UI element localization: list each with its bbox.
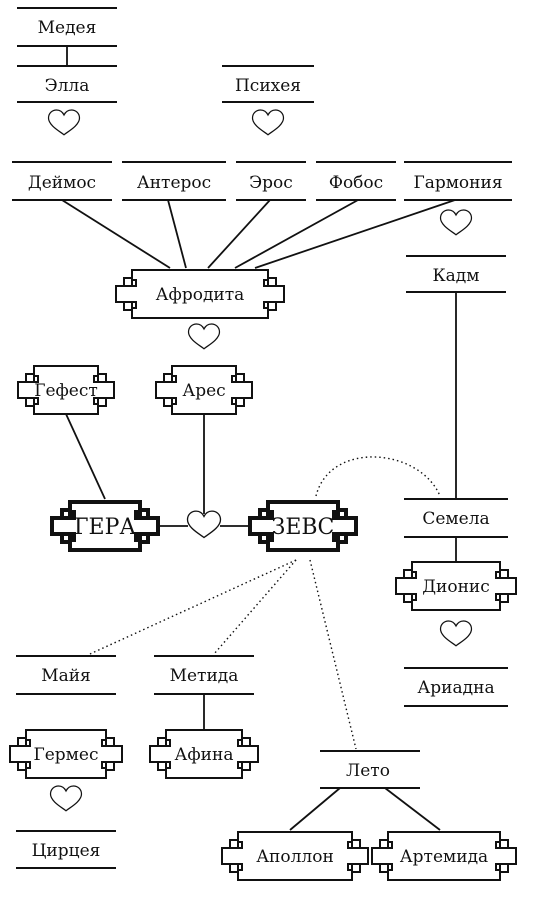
label-dionis: Дионис <box>422 577 490 597</box>
heart-icon <box>49 785 83 812</box>
name-semela: Семела <box>404 498 508 538</box>
hearts <box>47 109 473 812</box>
line-deymos-afrodita <box>61 199 171 269</box>
box-dionis: Дионис <box>395 561 517 611</box>
name-psikheya: Психея <box>222 65 314 103</box>
label-fobos: Фобос <box>329 173 383 193</box>
line-eros-afrodita <box>207 199 271 269</box>
box-apollon: Аполлон <box>221 831 369 881</box>
box-gera: ГЕРА <box>50 500 160 552</box>
label-metida: Метида <box>170 666 239 686</box>
name-leto: Лето <box>320 750 420 789</box>
line-leto-apollon <box>289 787 341 831</box>
name-anteros: Антерос <box>122 161 226 201</box>
label-zevs: ЗЕВС <box>272 515 335 540</box>
label-leto: Лето <box>346 761 390 781</box>
heart-icon <box>439 209 473 236</box>
heart-icon <box>186 510 222 539</box>
label-eros: Эрос <box>249 173 293 193</box>
heart-icon <box>439 620 473 647</box>
name-fobos: Фобос <box>316 161 396 201</box>
name-tsirtseya: Цирцея <box>16 830 116 869</box>
name-mayya: Майя <box>16 655 116 695</box>
label-deymos: Деймос <box>28 173 96 193</box>
label-artemida: Артемида <box>400 847 488 867</box>
name-eros: Эрос <box>236 161 306 201</box>
line-anteros-afrodita <box>167 199 187 269</box>
heart-icon <box>187 323 221 350</box>
name-kadm: Кадм <box>406 255 506 293</box>
label-ella: Элла <box>45 76 90 96</box>
box-germes: Гермес <box>9 729 123 779</box>
dotted-zevs-metida <box>213 559 297 655</box>
line-fobos-afrodita <box>234 199 359 269</box>
label-psikheya: Психея <box>235 76 301 96</box>
label-mayya: Майя <box>41 666 91 686</box>
line-gefest-gera <box>65 413 106 500</box>
line-leto-artemida <box>384 787 441 831</box>
box-afrodita: Афродита <box>115 269 285 319</box>
box-zevs: ЗЕВС <box>248 500 358 552</box>
label-gefest: Гефест <box>34 381 98 401</box>
heart-icon <box>47 109 81 136</box>
label-tsirtseya: Цирцея <box>32 841 101 861</box>
dotted-zevs-leto <box>309 559 357 750</box>
line-garmoniya-afrodita <box>254 199 456 269</box>
label-kadm: Кадм <box>433 266 480 286</box>
name-metida: Метида <box>154 655 254 695</box>
label-germes: Гермес <box>33 745 98 765</box>
connection-lines <box>61 46 457 831</box>
dotted-zevs-mayya <box>89 559 297 655</box>
label-semela: Семела <box>422 509 489 529</box>
label-gera: ГЕРА <box>74 515 136 540</box>
box-artemida: Артемида <box>371 831 517 881</box>
label-ariadna: Ариадна <box>417 678 494 698</box>
name-ella: Элла <box>17 65 117 103</box>
box-gefest: Гефест <box>17 365 115 415</box>
label-medeya: Медея <box>38 18 97 38</box>
box-ares: Арес <box>155 365 253 415</box>
box-afina: Афина <box>149 729 259 779</box>
label-garmoniya: Гармония <box>413 173 502 193</box>
heart-icon <box>251 109 285 136</box>
name-medeya: Медея <box>17 7 117 47</box>
dotted-zevs-semela <box>315 456 441 497</box>
label-afina: Афина <box>175 745 234 765</box>
label-apollon: Аполлон <box>256 847 334 867</box>
name-garmoniya: Гармония <box>404 161 512 201</box>
name-deymos: Деймос <box>12 161 112 201</box>
label-ares: Арес <box>182 381 225 401</box>
name-ariadna: Ариадна <box>404 667 508 707</box>
label-afrodita: Афродита <box>156 285 245 305</box>
label-anteros: Антерос <box>137 173 211 193</box>
